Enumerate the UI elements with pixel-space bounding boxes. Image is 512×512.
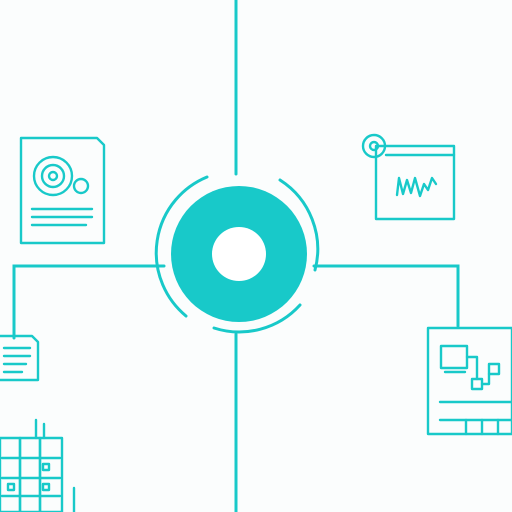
node-a bbox=[470, 377, 484, 391]
window-frame bbox=[374, 144, 456, 221]
waveform bbox=[395, 176, 438, 198]
gear-core bbox=[47, 170, 59, 182]
panel-frame bbox=[426, 326, 512, 436]
node-b bbox=[487, 362, 501, 376]
rack-left bbox=[0, 436, 22, 512]
connector-left bbox=[12, 264, 166, 340]
node-link-1 bbox=[465, 355, 479, 381]
document-gear-icon bbox=[19, 136, 106, 245]
central-hub bbox=[154, 175, 320, 334]
node-link-2 bbox=[480, 372, 491, 386]
hub-outer-arc-bottom bbox=[212, 303, 302, 334]
locator-pin-inner bbox=[368, 140, 380, 152]
locator-pin-outer bbox=[361, 133, 387, 159]
document-outline bbox=[19, 136, 106, 245]
sticky-note-icon bbox=[0, 334, 40, 382]
connector-right bbox=[312, 264, 460, 328]
hub-outer-arc-left bbox=[154, 175, 209, 318]
rack-right bbox=[38, 436, 64, 512]
node-main bbox=[439, 344, 469, 370]
hub-center bbox=[212, 227, 266, 281]
rack-middle bbox=[18, 436, 42, 512]
hub-outer-arc-right bbox=[278, 178, 320, 272]
rack-led-1 bbox=[41, 462, 51, 472]
rack-led-3 bbox=[6, 482, 16, 492]
note-outline bbox=[0, 334, 40, 382]
connector-lines bbox=[12, 0, 460, 512]
flowchart-window-icon bbox=[426, 326, 512, 436]
gear-inner bbox=[40, 163, 66, 189]
rack-led-2 bbox=[41, 482, 51, 492]
chart-window-icon bbox=[361, 133, 456, 221]
server-rack-icon bbox=[0, 418, 76, 512]
gear-node bbox=[72, 177, 90, 195]
gear-outer bbox=[32, 155, 74, 197]
